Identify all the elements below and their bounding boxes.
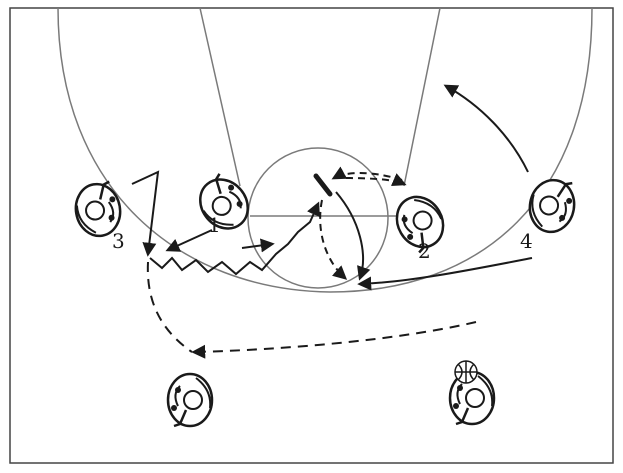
roll-arrow bbox=[335, 191, 371, 281]
pass-arrow-1 bbox=[165, 229, 213, 252]
v-cut-3 bbox=[131, 170, 160, 257]
dashed-arrow-screen bbox=[319, 199, 348, 280]
player-3-label: 3 bbox=[112, 229, 125, 253]
screen-mark bbox=[313, 173, 333, 197]
diagram-frame bbox=[9, 7, 614, 464]
lane-line-left bbox=[199, 7, 241, 187]
lane-line-right bbox=[403, 7, 441, 187]
court-lines bbox=[57, 7, 593, 293]
player-4 bbox=[524, 175, 580, 237]
dashed-curve-3 bbox=[146, 261, 193, 353]
dribble-zigzag-1 bbox=[149, 201, 320, 276]
cut-arrow-4-up bbox=[443, 84, 529, 173]
player-4-label: 4 bbox=[520, 229, 533, 253]
movement-paths bbox=[131, 84, 533, 359]
player-2-label: 2 bbox=[418, 239, 431, 263]
dashed-pass-bottom bbox=[191, 321, 477, 359]
cut-arrow-1 bbox=[241, 238, 275, 253]
basketball-icon bbox=[454, 360, 478, 384]
player-1-label: 1 bbox=[208, 213, 221, 237]
free-throw-circle bbox=[247, 147, 389, 289]
dashed-arrow-2-b bbox=[333, 173, 407, 187]
three-point-arc bbox=[57, 7, 593, 293]
cut-arrow-4-baseline bbox=[357, 257, 533, 291]
player-1 bbox=[189, 168, 259, 240]
dashed-arrow-2 bbox=[331, 166, 403, 181]
player-bottom-left bbox=[166, 372, 214, 428]
